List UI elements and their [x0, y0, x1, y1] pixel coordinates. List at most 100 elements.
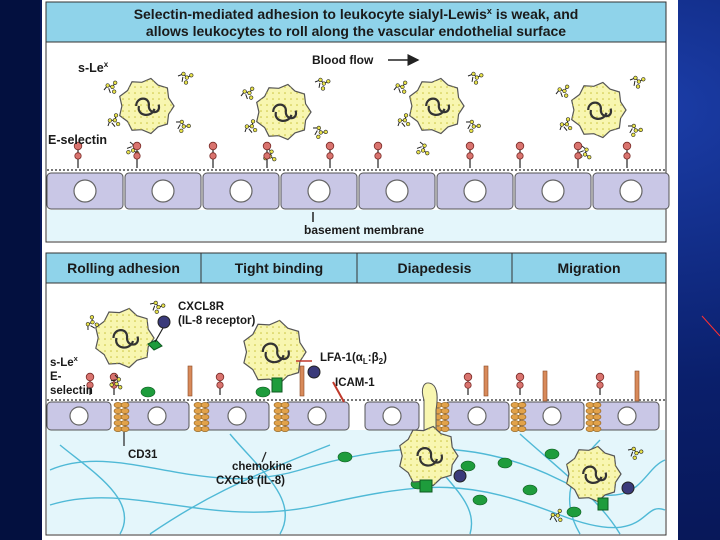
slex-chain: [555, 86, 568, 98]
nucleus: [385, 179, 409, 203]
chemokine-dot: [544, 448, 560, 460]
selectin-domain: [326, 152, 334, 160]
slex-ligand: [559, 117, 573, 131]
slex-ligand: [555, 84, 570, 98]
connective-fiber: [149, 444, 331, 535]
sugar-residue: [562, 88, 567, 94]
lfa1-label: LFA-1(αL:β2): [320, 352, 387, 366]
selectin-domain: [464, 381, 472, 389]
cd31-junction: [200, 408, 210, 414]
leukocyte-granules: [256, 84, 311, 140]
cd31-junction: [517, 402, 527, 408]
icam1-molecule: [483, 365, 489, 397]
leukocyte-nucleus: [135, 97, 161, 116]
leukocyte-granules: [95, 308, 154, 368]
sugar-residue: [112, 118, 117, 123]
stage-label-1: Tight binding: [235, 260, 323, 276]
cxcl8r-label: CXCL8R: [178, 301, 225, 313]
top-title-line1: Selectin-mediated adhesion to leukocyte …: [134, 6, 579, 22]
sugar-residue: [397, 118, 403, 123]
sugar-residue: [89, 315, 95, 320]
selectin-head: [622, 141, 632, 151]
sugar-residue: [641, 77, 646, 82]
selectin-head: [373, 141, 383, 151]
sugar-residue: [116, 377, 121, 382]
leukocyte-nucleus: [587, 101, 613, 120]
cxcl8r-pointer: [154, 327, 164, 343]
bottom-endothelium: [46, 399, 665, 432]
slex-chain: [578, 145, 590, 158]
sugar-residue: [269, 149, 274, 154]
sugar-residue: [469, 128, 474, 133]
chemokine-pointer: [261, 451, 267, 463]
sugar-residue: [636, 79, 641, 84]
slex-ligand: [103, 80, 118, 94]
sugar-residue: [323, 129, 328, 135]
cd31-junction: [120, 420, 130, 426]
slex-chain: [175, 121, 189, 130]
nucleus: [147, 406, 167, 426]
slex-ligand: [393, 80, 408, 94]
cd31-junction: [517, 414, 527, 420]
nucleus: [541, 179, 565, 203]
slex-chain: [465, 121, 479, 130]
selectin-head: [463, 372, 473, 382]
nucleus: [229, 179, 253, 203]
slex-label: s-Lex: [78, 60, 109, 75]
nucleus: [151, 179, 175, 203]
sugar-residue: [113, 80, 118, 85]
selectin-domain: [263, 152, 271, 160]
bottom-slex-label: s-Lex: [50, 354, 79, 369]
cd31-junction: [517, 420, 527, 426]
lfa1-integrin: [307, 365, 321, 379]
selectin-domain: [133, 152, 141, 160]
slex-ligand: [175, 119, 191, 133]
cd31-junction: [200, 420, 210, 426]
sugar-residue: [403, 113, 409, 118]
slex-ligand: [85, 315, 99, 331]
sugar-residue: [631, 123, 636, 129]
slex-chain: [110, 374, 121, 388]
sugar-residue: [632, 455, 637, 460]
sugar-residue: [316, 134, 321, 139]
slex-chain: [559, 119, 569, 131]
sugar-residue: [184, 75, 189, 80]
sugar-residue: [249, 95, 254, 100]
sugar-residue: [85, 322, 91, 327]
connective-fiber: [229, 433, 287, 535]
sugar-residue: [112, 89, 117, 94]
cd31-junction: [592, 402, 602, 408]
leukocyte-granules: [399, 426, 458, 486]
sugar-residue: [402, 118, 407, 123]
sugar-residue: [471, 71, 476, 77]
sugar-residue: [154, 309, 159, 314]
sugar-residue: [116, 121, 121, 127]
il8-receptor-label: (IL-8 receptor): [178, 315, 255, 327]
slex-chain: [244, 121, 254, 133]
sugar-residue: [107, 118, 113, 123]
cd31-junction: [517, 426, 527, 432]
sugar-residue: [179, 128, 184, 133]
bottom-leukocytes: [85, 300, 644, 523]
top-leukocytes: [103, 71, 646, 162]
sugar-residue: [555, 513, 560, 518]
stage-label-0: Rolling adhesion: [67, 260, 180, 276]
sugar-residue: [110, 84, 115, 90]
sugar-residue: [326, 79, 331, 84]
cd31-junction: [280, 420, 290, 426]
eselectin-label: E-selectin: [48, 133, 107, 147]
chemokine-dot: [472, 494, 488, 506]
bottom-molecules: [85, 365, 640, 518]
leukocyte-granules: [566, 446, 621, 502]
slex-chain: [177, 73, 192, 82]
integrin-activated: [597, 497, 609, 511]
leukocyte: [571, 81, 627, 139]
cd31-junction: [280, 408, 290, 414]
selectin-head: [573, 141, 583, 151]
sugar-residue: [479, 73, 484, 78]
slex-chain: [627, 448, 642, 457]
cd31-junction: [592, 426, 602, 432]
slex-chain: [107, 115, 117, 127]
